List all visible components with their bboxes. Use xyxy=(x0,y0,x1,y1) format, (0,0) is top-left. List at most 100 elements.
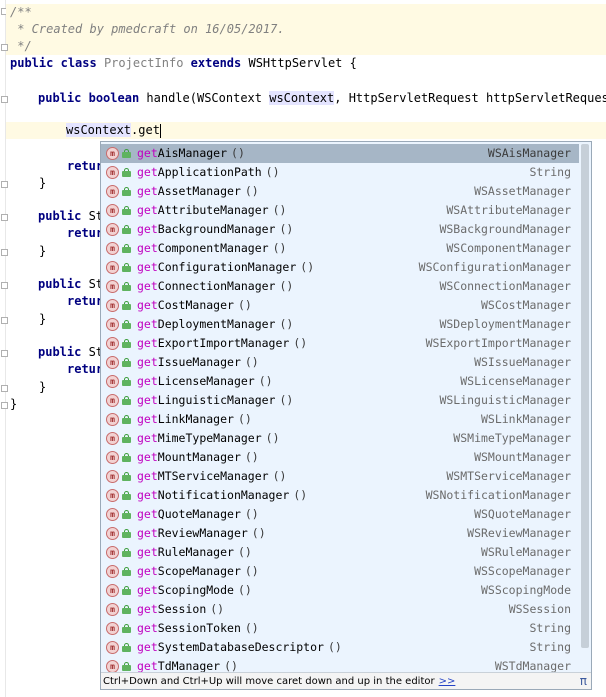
completion-item-name: getMountManager() xyxy=(137,448,259,467)
completion-name-rest: LinkManager xyxy=(157,412,234,426)
method-signature: , HttpServletRequest httpServletRequest, xyxy=(334,91,606,105)
fold-marker[interactable] xyxy=(1,317,8,324)
public-access-icon xyxy=(122,586,131,595)
completion-signature: () xyxy=(244,564,259,578)
public-access-icon xyxy=(122,244,131,253)
public-access-icon xyxy=(122,643,131,652)
method-icon: m xyxy=(106,147,119,160)
pi-icon[interactable]: π xyxy=(579,674,587,688)
public-access-icon xyxy=(122,263,131,272)
completion-match-text: get xyxy=(137,564,158,578)
fold-marker[interactable] xyxy=(1,385,8,392)
completion-match-text: get xyxy=(137,260,158,274)
fold-marker[interactable] xyxy=(1,44,8,51)
completion-item-name: getLicenseManager() xyxy=(137,372,273,391)
completion-item-name: getNotificationManager() xyxy=(137,486,307,505)
completion-signature: () xyxy=(224,659,238,673)
completion-match-text: get xyxy=(137,336,158,350)
fold-marker[interactable] xyxy=(1,214,8,221)
keyword: public xyxy=(38,91,82,105)
completion-item-name: getComponentManager() xyxy=(137,239,286,258)
completion-item-name: getScopeManager() xyxy=(137,562,259,581)
gutter-separator xyxy=(5,0,6,697)
method-icon: m xyxy=(106,508,119,521)
public-access-icon xyxy=(122,187,131,196)
fold-marker[interactable] xyxy=(1,96,8,103)
completion-name-rest: BackgroundManager xyxy=(157,222,276,236)
fold-marker[interactable] xyxy=(1,402,8,409)
completion-signature: () xyxy=(279,393,294,407)
completion-name-rest: SystemDatabaseDescriptor xyxy=(157,640,324,654)
method-icon: m xyxy=(106,622,119,635)
public-access-icon xyxy=(122,358,131,367)
code-line: */ xyxy=(6,38,606,55)
completion-return-type: WSAssetManager xyxy=(474,184,571,198)
public-access-icon xyxy=(122,491,131,500)
completion-item-name: getDeploymentManager() xyxy=(137,315,293,334)
completion-item-name: getSession() xyxy=(137,600,224,619)
fold-marker[interactable] xyxy=(1,249,8,256)
code-line: retur xyxy=(67,293,103,310)
completion-return-type: WSConfigurationManager xyxy=(418,260,571,274)
code-line-current[interactable]: wsContext.get xyxy=(6,122,606,139)
keyword: retur xyxy=(67,294,104,308)
completion-name-rest: MimeTypeManager xyxy=(157,431,262,445)
completion-match-text: get xyxy=(137,469,158,483)
fold-marker[interactable] xyxy=(1,181,8,188)
completion-item-name: getSystemDatabaseDescriptor() xyxy=(137,638,342,657)
completion-signature: () xyxy=(244,450,259,464)
completion-item-name: getCostManager() xyxy=(137,296,252,315)
code-line: } xyxy=(39,379,46,396)
completion-item-name: getAttributeManager() xyxy=(137,201,286,220)
method-icon: m xyxy=(106,565,119,578)
completion-return-type: WSMimeTypeManager xyxy=(453,431,571,445)
completion-scrollbar-thumb[interactable] xyxy=(581,144,589,648)
code-line: public St xyxy=(38,208,103,225)
completion-name-rest: AttributeManager xyxy=(157,203,269,217)
completion-name-rest: ScopingMode xyxy=(157,583,234,597)
completion-item-name: getLinguisticManager() xyxy=(137,391,293,410)
method-icon: m xyxy=(106,546,119,559)
completion-return-type: WSMTServiceManager xyxy=(446,469,571,483)
completion-return-type: WSMountManager xyxy=(474,450,571,464)
code-text: St xyxy=(81,277,104,291)
fold-marker[interactable] xyxy=(1,350,8,357)
hint-more-link[interactable]: >> xyxy=(438,676,456,687)
method-icon: m xyxy=(106,375,119,388)
completion-match-text: get xyxy=(137,602,158,616)
completion-name-rest: IssueManager xyxy=(157,355,241,369)
fold-marker[interactable] xyxy=(1,282,8,289)
method-icon: m xyxy=(106,204,119,217)
completion-signature: () xyxy=(258,374,273,388)
